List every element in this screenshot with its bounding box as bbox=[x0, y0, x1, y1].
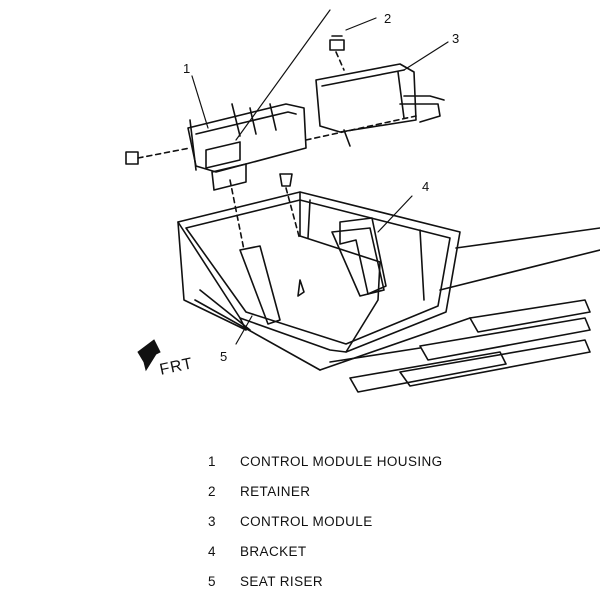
bracket-drawing bbox=[339, 217, 387, 295]
legend-number: 5 bbox=[208, 573, 216, 589]
front-direction-arrow-icon bbox=[137, 339, 161, 372]
legend-number: 3 bbox=[208, 513, 216, 529]
legend-item: 1 CONTROL MODULE HOUSING bbox=[208, 446, 508, 476]
floor-edges bbox=[194, 227, 600, 371]
legend-item: 3 CONTROL MODULE bbox=[208, 506, 508, 536]
leader-lines bbox=[191, 9, 449, 345]
exploded-lines bbox=[137, 51, 417, 251]
callout-2: 2 bbox=[384, 11, 392, 26]
callout-5: 5 bbox=[220, 349, 228, 364]
callout-4: 4 bbox=[422, 179, 430, 194]
legend-label: CONTROL MODULE HOUSING bbox=[240, 453, 443, 469]
legend-number: 1 bbox=[208, 453, 216, 469]
legend-number: 4 bbox=[208, 543, 216, 559]
callout-3: 3 bbox=[452, 31, 460, 46]
diagram-drawing bbox=[125, 9, 600, 393]
legend-label: SEAT RISER bbox=[240, 573, 324, 589]
callout-1: 1 bbox=[183, 61, 191, 76]
legend-item: 5 SEAT RISER bbox=[208, 566, 508, 596]
legend-item: 2 RETAINER bbox=[208, 476, 508, 506]
legend-label: CONTROL MODULE bbox=[240, 513, 373, 529]
parts-legend: 1 CONTROL MODULE HOUSING 2 RETAINER 3 CO… bbox=[208, 446, 508, 596]
legend-item: 4 BRACKET bbox=[208, 536, 508, 566]
seat-riser-drawing bbox=[177, 191, 461, 353]
retainer-drawing bbox=[125, 35, 345, 187]
legend-label: BRACKET bbox=[240, 543, 307, 559]
legend-number: 2 bbox=[208, 483, 216, 499]
floor-ridges bbox=[329, 299, 591, 393]
control-module-housing-drawing bbox=[187, 103, 307, 191]
control-module-drawing bbox=[315, 63, 445, 147]
exploded-view-diagram bbox=[125, 9, 600, 393]
legend-label: RETAINER bbox=[240, 483, 311, 499]
